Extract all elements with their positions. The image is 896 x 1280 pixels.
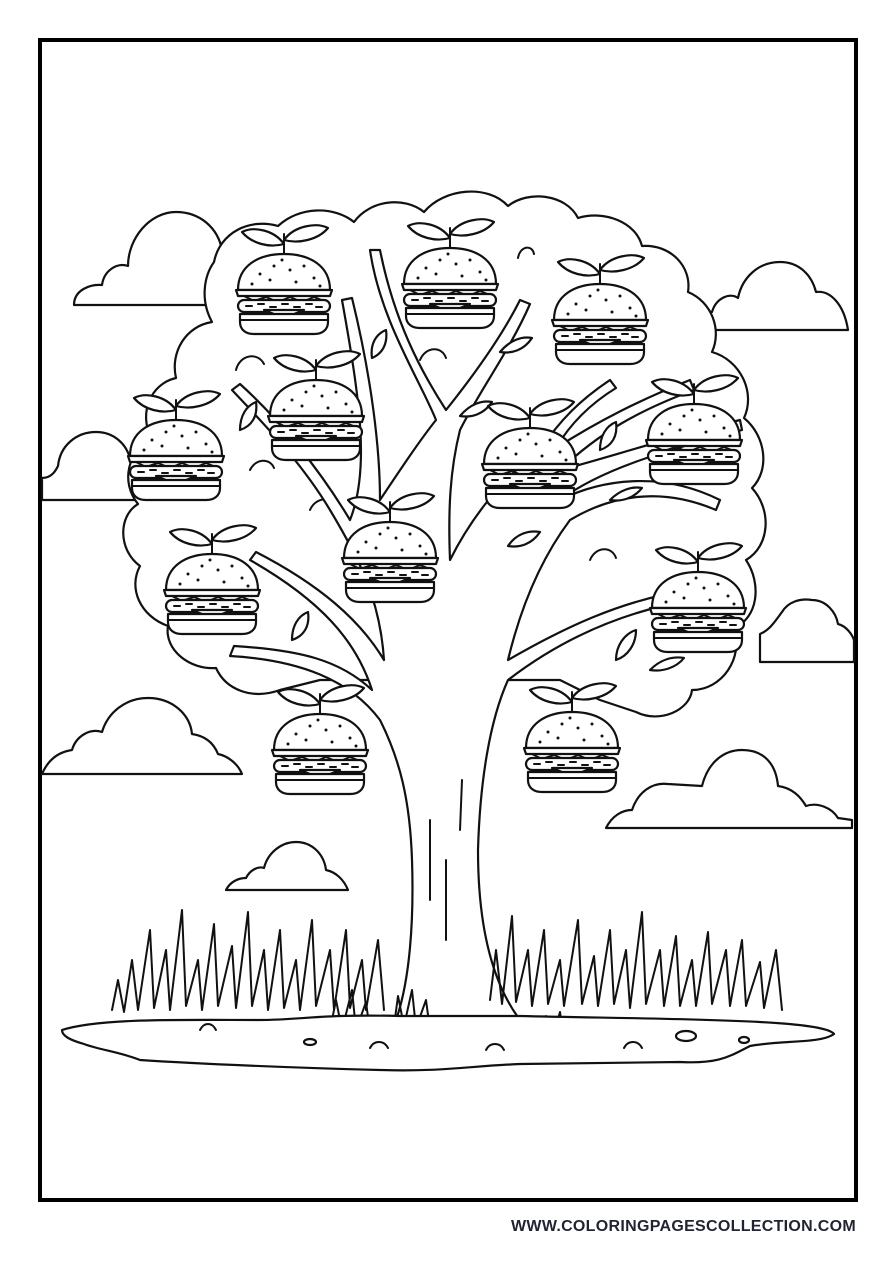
branch-leaves	[238, 328, 686, 672]
website-url[interactable]: WWW.COLORINGPAGESCOLLECTION.COM	[511, 1218, 856, 1235]
cloud-lower-right	[604, 748, 854, 830]
ground	[60, 1014, 836, 1072]
burger-11	[270, 684, 370, 796]
cloud-lower-left	[40, 696, 244, 776]
cloud-mid-left	[40, 430, 152, 502]
cloud-top-left	[72, 210, 238, 307]
cloud-mid-right	[758, 598, 856, 664]
cloud-small-bottom	[224, 840, 350, 892]
tree-trunk	[228, 248, 744, 1022]
